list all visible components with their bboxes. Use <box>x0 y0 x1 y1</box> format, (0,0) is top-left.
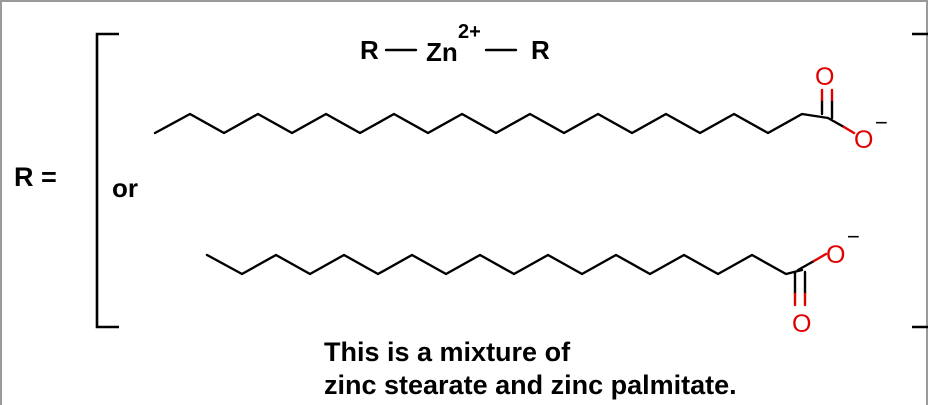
stearate-chain <box>153 112 830 135</box>
stearate-anion-bond-red <box>842 125 856 135</box>
right-bracket-ends <box>912 32 928 329</box>
formula-r-right: R <box>531 35 550 65</box>
palmitate-anion-bond-red <box>812 252 828 263</box>
formula-zinc-charge: 2+ <box>458 21 481 43</box>
formula-zinc: Zn <box>426 37 458 67</box>
left-bracket <box>95 32 119 329</box>
stearate-anion-oxygen: O <box>854 126 873 154</box>
stearate-anion-charge: − <box>875 110 888 135</box>
caption-line-1: This is a mixture of <box>324 337 571 367</box>
caption-line-2: zinc stearate and zinc palmitate. <box>324 370 737 400</box>
or-label: or <box>112 173 138 203</box>
stearate-anion-bond <box>826 116 846 129</box>
palmitate-carbonyl-oxygen: O <box>792 310 811 338</box>
palmitate-anion-oxygen: O <box>826 241 845 269</box>
palmitate-anion-charge: − <box>847 224 860 249</box>
palmitate-chain <box>205 253 804 276</box>
stearate-carbonyl-oxygen: O <box>815 63 834 91</box>
palmitate-anion-bond <box>796 259 816 272</box>
r-equals-label: R = <box>14 162 57 192</box>
formula-r-left: R <box>360 35 379 65</box>
